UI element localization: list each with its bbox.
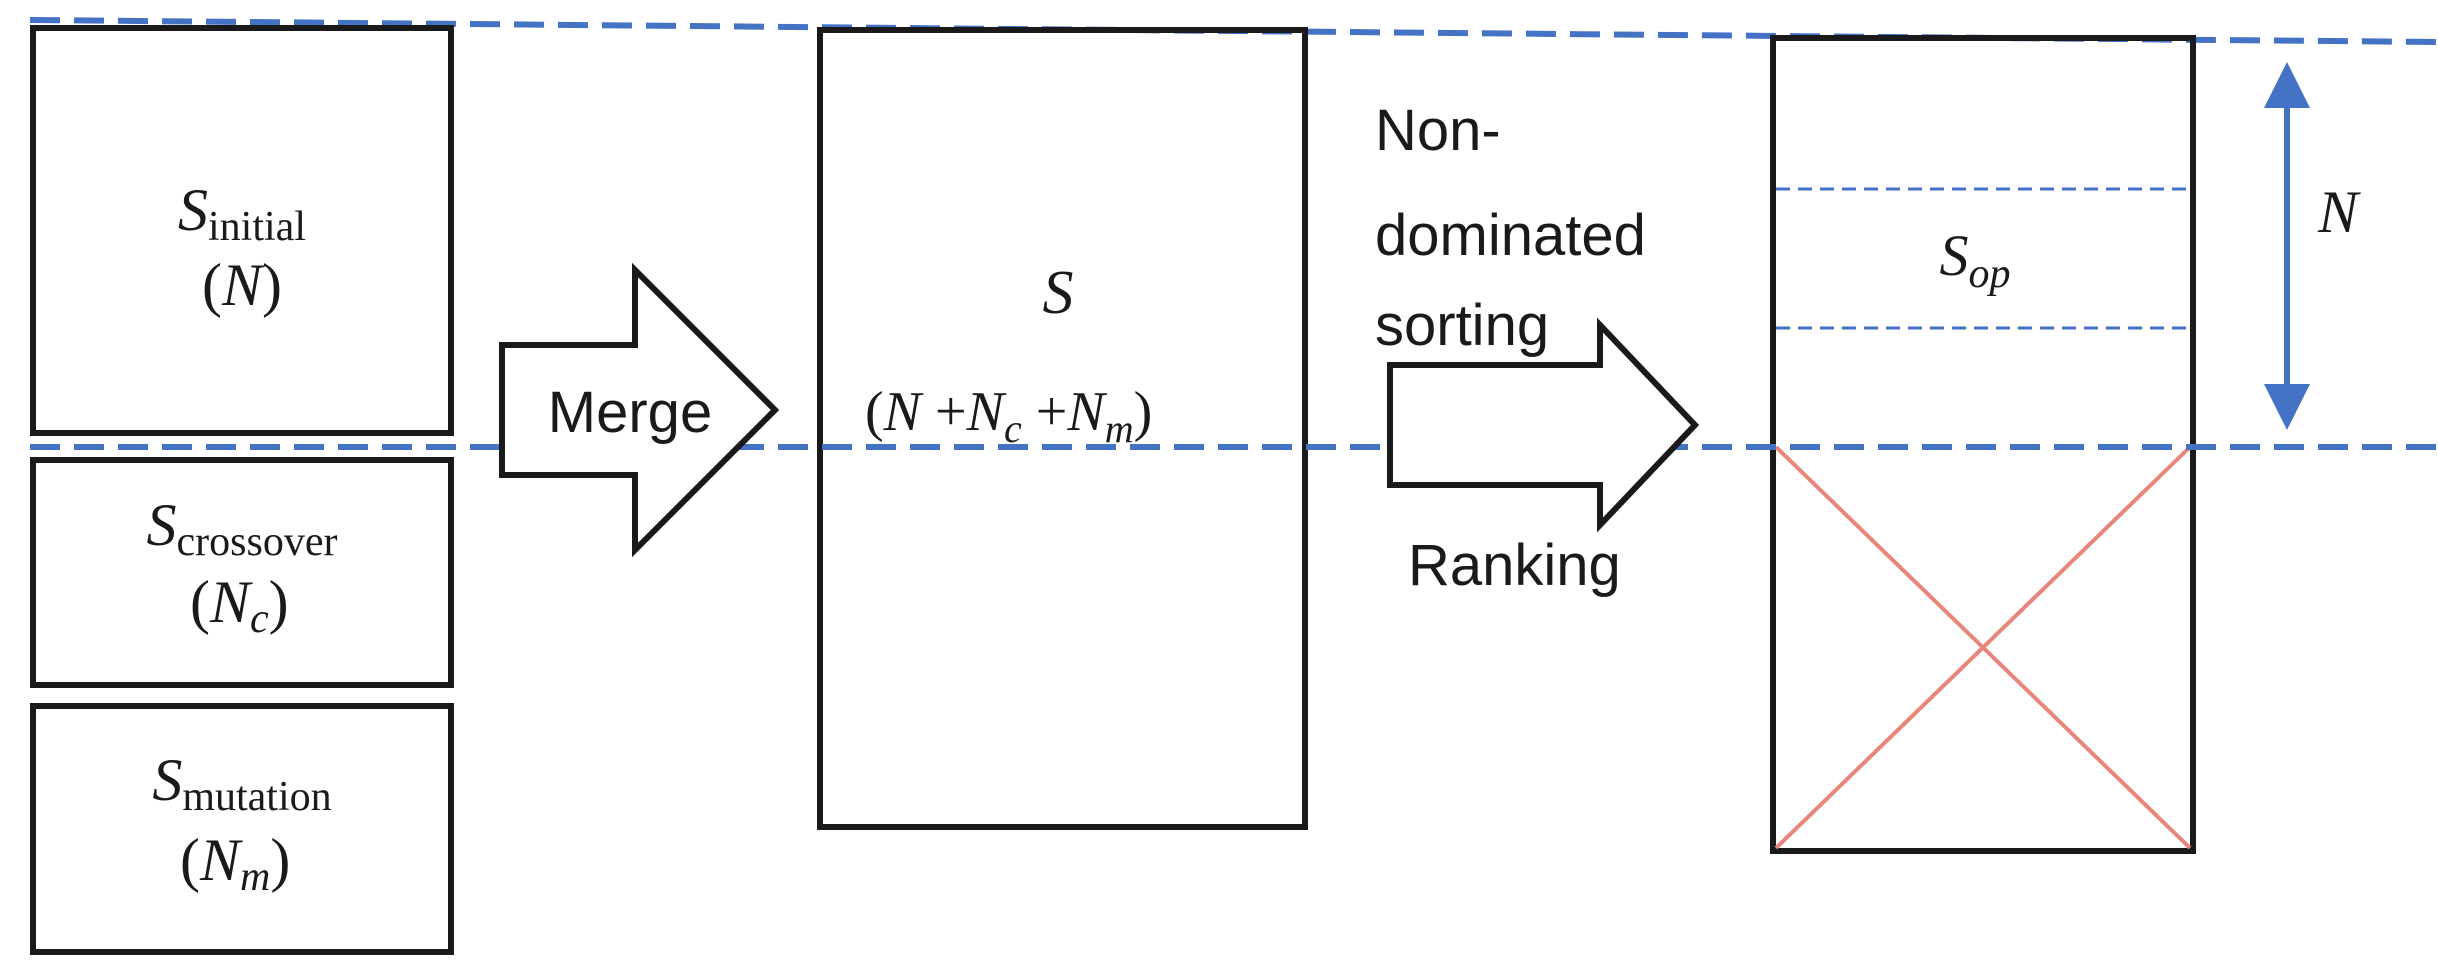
merged-population-box [817, 27, 1308, 830]
optimal-population-label: Sop [1940, 223, 2011, 297]
sort-label-line1: Non- [1375, 98, 1501, 163]
crossover-population-box [30, 457, 454, 688]
merged-count-label: (N +Nc +Nm) [865, 381, 1152, 451]
n-range-arrow-head-top [2264, 62, 2310, 108]
sorting-arrow [1387, 317, 1700, 533]
initial-count-label: (N) [202, 252, 282, 318]
ranking-label: Ranking [1408, 533, 1621, 598]
initial-population-box [30, 25, 454, 436]
merge-arrow [499, 262, 780, 558]
sort-label-line2: dominated [1375, 203, 1646, 268]
rejected-cross-line-2 [1774, 445, 2192, 850]
crossover-population-label: Scrossover [147, 492, 338, 565]
mutation-count-label: (Nm) [180, 827, 290, 900]
n-range-arrow-head-bottom [2264, 384, 2310, 430]
crossover-count-label: (Nc) [190, 569, 289, 642]
initial-population-label: Sinitial [178, 177, 306, 250]
merge-label: Merge [548, 380, 712, 445]
mutation-population-box [30, 703, 454, 955]
mutation-population-label: Smutation [152, 747, 331, 820]
sort-label-line3: sorting [1375, 293, 1549, 358]
merged-population-symbol: S [1043, 259, 1074, 327]
initial-sub: initial [208, 204, 306, 250]
n-range-label: N [2317, 179, 2361, 245]
initial-S: S [178, 177, 208, 243]
